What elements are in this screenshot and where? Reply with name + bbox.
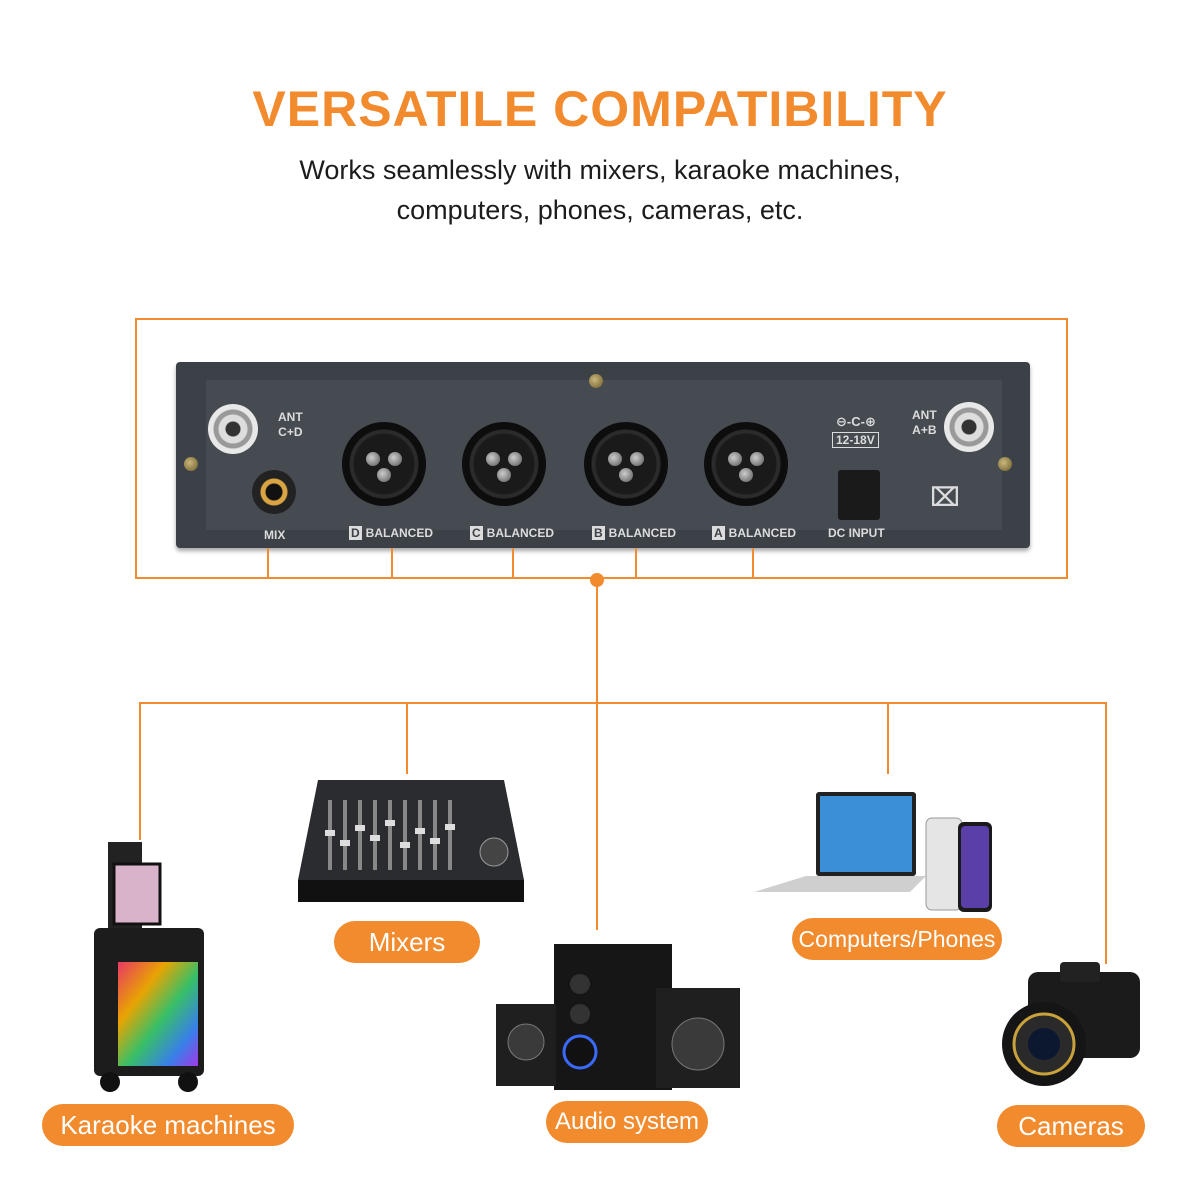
output-a-text: BALANCED (728, 526, 797, 540)
xlr-output-d (342, 422, 426, 506)
audio-system-label: Audio system (546, 1101, 708, 1143)
dc-spec-label: 12-18V (832, 432, 879, 448)
mix-label: MIX (264, 528, 286, 542)
ant-left-text: ANT (278, 410, 303, 424)
connector-line (512, 548, 514, 578)
xlr-pin (497, 468, 511, 482)
xlr-pin (619, 468, 633, 482)
dc-polarity-icon: ⊖-C-⊕ (836, 414, 876, 429)
xlr-pin (486, 452, 500, 466)
xlr-output-c (462, 422, 546, 506)
antenna-left-label: ANT C+D (278, 410, 303, 440)
mix-jack (252, 470, 296, 514)
mixer-image (298, 780, 524, 902)
output-b-letter: B (592, 526, 605, 540)
xlr-output-a (704, 422, 788, 506)
karaoke-machine-image (94, 842, 204, 1092)
antenna-connector-left (208, 404, 258, 454)
xlr-pin (739, 468, 753, 482)
xlr-pin (366, 452, 380, 466)
output-d-text: BALANCED (365, 526, 434, 540)
subtitle-line-2: computers, phones, cameras, etc. (396, 195, 804, 225)
branch-karaoke-line (139, 702, 141, 840)
ant-left-sub-text: C+D (278, 425, 303, 439)
output-a-letter: A (712, 526, 725, 540)
weee-bin-icon: ⌧ (930, 482, 960, 512)
dc-input-jack (838, 470, 880, 520)
branch-cameras-line (1105, 702, 1107, 964)
audio-system-image (496, 944, 740, 1090)
laptop-phone-image (754, 792, 992, 912)
connector-line (391, 548, 393, 578)
page-subtitle: Works seamlessly with mixers, karaoke ma… (0, 150, 1200, 230)
mixers-label: Mixers (334, 921, 480, 963)
connector-line (267, 548, 269, 578)
computers-phones-label: Computers/Phones (792, 918, 1002, 960)
xlr-pin (608, 452, 622, 466)
subtitle-line-1: Works seamlessly with mixers, karaoke ma… (299, 155, 901, 185)
xlr-pin (750, 452, 764, 466)
trunk-line (596, 580, 598, 930)
xlr-pin (508, 452, 522, 466)
branch-mixers-line (406, 702, 408, 774)
branch-computers-line (887, 702, 889, 774)
output-d-letter: D (349, 526, 362, 540)
ant-right-text: ANT (912, 408, 937, 422)
branch-line (139, 702, 1107, 704)
xlr-pin (388, 452, 402, 466)
dc-input-label: DC INPUT (828, 526, 885, 540)
xlr-pin (728, 452, 742, 466)
page-title: VERSATILE COMPATIBILITY (252, 81, 948, 137)
antenna-right-label: ANT A+B (912, 408, 937, 438)
screw-icon (184, 457, 198, 471)
karaoke-machines-label: Karaoke machines (42, 1104, 294, 1146)
xlr-pin (630, 452, 644, 466)
screw-icon (998, 457, 1012, 471)
screw-icon (589, 374, 603, 388)
cameras-label: Cameras (997, 1105, 1145, 1147)
camera-image (1002, 962, 1140, 1086)
output-b-text: BALANCED (608, 526, 677, 540)
output-c-letter: C (470, 526, 483, 540)
ant-right-sub-text: A+B (912, 423, 937, 437)
connector-line (635, 548, 637, 578)
xlr-output-b (584, 422, 668, 506)
xlr-pin (377, 468, 391, 482)
connector-line (752, 548, 754, 578)
output-c-text: BALANCED (486, 526, 555, 540)
antenna-connector-right (944, 402, 994, 452)
